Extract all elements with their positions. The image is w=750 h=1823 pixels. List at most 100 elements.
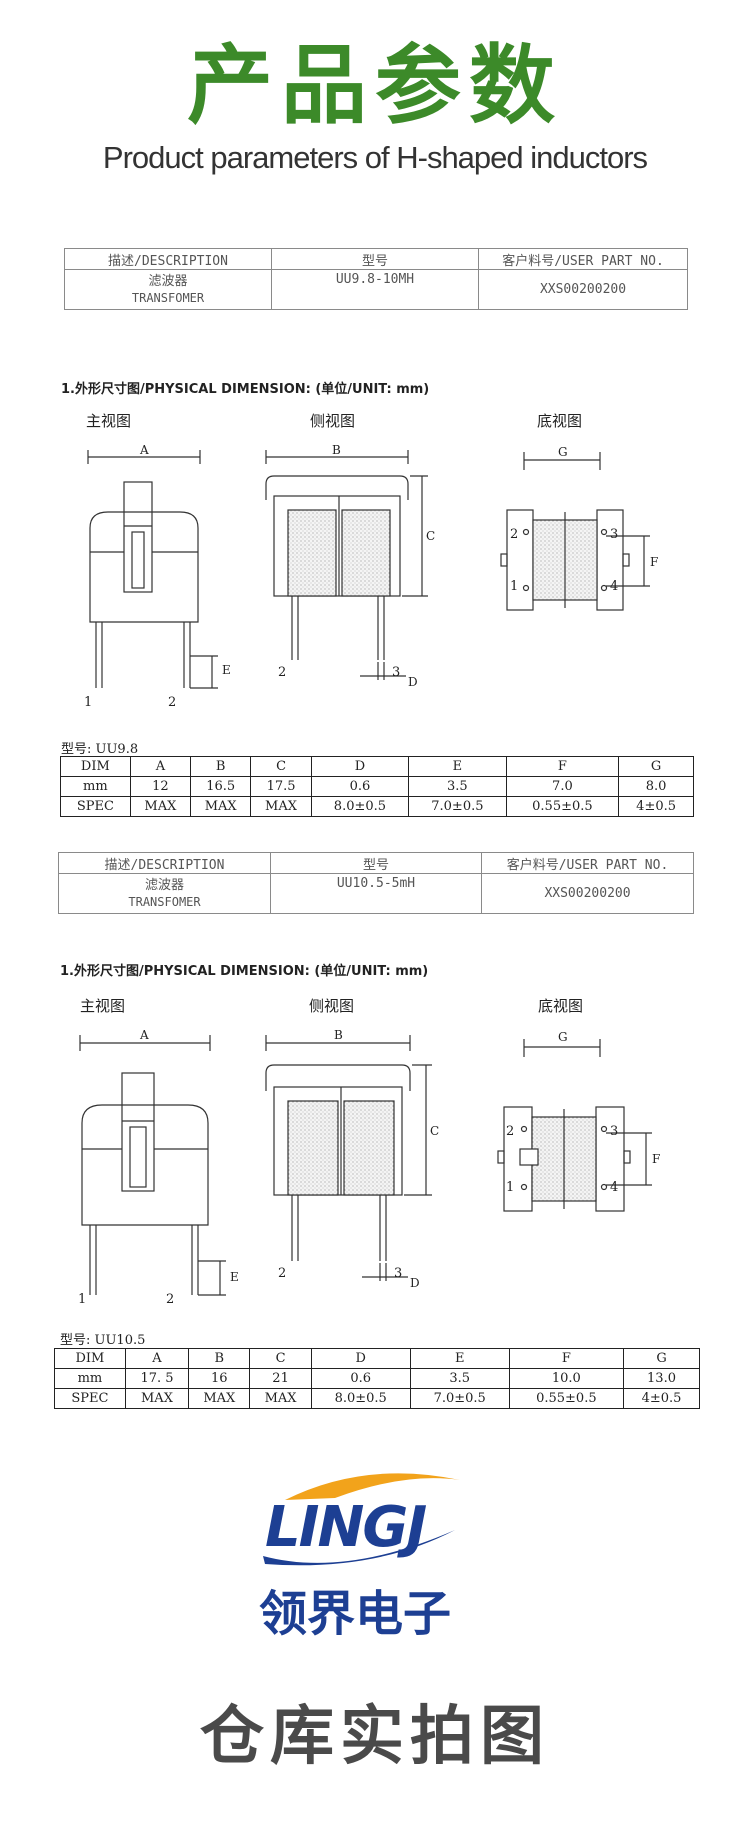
dim-cell: F	[505, 756, 620, 777]
logo-name-cn: 领界电子	[259, 1586, 451, 1642]
dim-cell: 17. 5	[124, 1368, 190, 1389]
description-cn: 滤波器	[148, 273, 188, 289]
dim-cell: 16.5	[190, 776, 252, 797]
dim-cell: 8.0±0.5	[310, 1388, 411, 1409]
col-description-header: 描述/DESCRIPTION	[64, 248, 272, 270]
dimension-mm-row: mm 17. 5 16 21 0.6 3.5 10.0 13.0	[54, 1368, 700, 1389]
bottom-pin-2-label: 2	[510, 527, 518, 542]
logo-wordmark: LINGJ	[265, 1495, 426, 1560]
dim-cell: DIM	[60, 756, 131, 777]
dim-cell: B	[188, 1348, 251, 1369]
pin-2-label: 2	[168, 695, 176, 710]
description-cell: 滤波器 TRANSFOMER	[58, 873, 271, 914]
dim-cell: MAX	[188, 1388, 251, 1409]
bottom-view-label: 底视图	[537, 412, 583, 430]
dim-cell: G	[618, 756, 694, 777]
side-view-label: 侧视图	[309, 997, 355, 1015]
dim-g-label: G	[558, 445, 568, 459]
model-cell: UU9.8-10MH	[271, 269, 479, 310]
dim-cell: F	[508, 1348, 625, 1369]
product-info-table: 描述/DESCRIPTION 型号 客户料号/USER PART NO. 滤波器…	[64, 248, 688, 310]
dim-cell: MAX	[249, 1388, 312, 1409]
side-pin-3-label: 3	[394, 1266, 402, 1281]
dimension-spec-row: SPEC MAX MAX MAX 8.0±0.5 7.0±0.5 0.55±0.…	[60, 796, 694, 817]
dim-cell: 17.5	[250, 776, 312, 797]
dim-b-label: B	[334, 1028, 343, 1042]
dimension-header-row: DIM A B C D E F G	[54, 1348, 700, 1369]
page-title: 产品参数	[187, 36, 563, 136]
bottom-view-outline	[500, 452, 650, 611]
side-pin-2-label: 2	[278, 665, 286, 680]
logo-swoosh-blue	[263, 1530, 455, 1566]
col-part-no-header: 客户料号/USER PART NO.	[481, 852, 694, 874]
dim-cell: mm	[54, 1368, 126, 1389]
dim-a-label: A	[139, 443, 149, 457]
section-heading: 1.外形尺寸图/PHYSICAL DIMENSION: (单位/UNIT: mm…	[60, 964, 429, 979]
dim-g-label: G	[558, 1030, 568, 1044]
dimension-drawing: A E 1 2 B C 2 3 D G F 2 1 3 4	[84, 443, 658, 710]
dim-cell: 7.0±0.5	[408, 796, 507, 817]
dim-cell: E	[408, 756, 507, 777]
dim-cell: 7.0±0.5	[409, 1388, 510, 1409]
dim-cell: 0.55±0.5	[505, 796, 620, 817]
dim-cell: D	[310, 756, 410, 777]
dim-cell: D	[310, 1348, 411, 1369]
dim-e-label: E	[230, 1270, 239, 1284]
dim-cell: SPEC	[60, 796, 131, 817]
dim-d-label: D	[410, 1276, 420, 1290]
bottom-pin-3-label: 3	[610, 527, 618, 542]
dim-f-label: F	[650, 555, 658, 569]
part-no-cell: XXS00200200	[478, 269, 688, 310]
logo-swoosh-orange	[285, 1473, 460, 1500]
dim-cell: 3.5	[409, 1368, 510, 1389]
side-view-outline	[265, 1035, 432, 1281]
dim-f-label: F	[652, 1152, 660, 1166]
description-cn: 滤波器	[144, 877, 184, 893]
description-en: TRANSFOMER	[128, 894, 201, 909]
dim-cell: A	[124, 1348, 190, 1369]
part-no-cell: XXS00200200	[481, 873, 694, 914]
product-info-table: 描述/DESCRIPTION 型号 客户料号/USER PART NO. 滤波器…	[58, 852, 694, 914]
front-view-outline	[79, 1035, 226, 1296]
dim-cell: 8.0±0.5	[310, 796, 410, 817]
pin-1-label: 1	[78, 1292, 86, 1305]
col-description-header: 描述/DESCRIPTION	[58, 852, 271, 874]
dimension-table: DIM A B C D E F G mm 17. 5 16 21 0.6 3.5…	[54, 1348, 700, 1409]
dim-cell: 4±0.5	[618, 796, 694, 817]
dim-cell: 4±0.5	[623, 1388, 700, 1409]
dim-e-label: E	[222, 663, 231, 677]
dim-cell: DIM	[54, 1348, 126, 1369]
dim-cell: 0.55±0.5	[508, 1388, 625, 1409]
bottom-view-outline	[497, 1039, 652, 1212]
bottom-pin-1-label: 1	[510, 579, 518, 594]
model-label: 型号: UU10.5	[60, 1333, 146, 1348]
dim-cell: 16	[188, 1368, 251, 1389]
model-label: 型号: UU9.8	[61, 742, 139, 757]
dim-cell: MAX	[190, 796, 252, 817]
dim-cell: C	[250, 756, 312, 777]
dim-cell: 13.0	[623, 1368, 700, 1389]
warehouse-photo-heading: 仓库实拍图	[200, 1700, 550, 1774]
model-cell: UU10.5-5mH	[270, 873, 482, 914]
side-pin-2-label: 2	[278, 1266, 286, 1281]
description-cell: 滤波器 TRANSFOMER	[64, 269, 272, 310]
dim-cell: 10.0	[508, 1368, 625, 1389]
pin-2-label: 2	[166, 1292, 174, 1305]
bottom-pin-3-label: 3	[610, 1124, 618, 1139]
side-view-label: 侧视图	[310, 412, 356, 430]
dim-cell: MAX	[124, 1388, 190, 1409]
front-view-label: 主视图	[86, 412, 132, 430]
bottom-pin-4-label: 4	[610, 579, 618, 594]
section-heading: 1.外形尺寸图/PHYSICAL DIMENSION: (单位/UNIT: mm…	[61, 382, 430, 397]
dim-cell: A	[129, 756, 192, 777]
company-logo: LINGJ 领界电子	[259, 1473, 460, 1642]
col-part-no-header: 客户料号/USER PART NO.	[478, 248, 688, 270]
dim-cell: mm	[60, 776, 131, 797]
pin-1-label: 1	[84, 695, 92, 710]
side-view-outline	[265, 450, 428, 680]
dimension-mm-row: mm 12 16.5 17.5 0.6 3.5 7.0 8.0	[60, 776, 694, 797]
dim-b-label: B	[332, 443, 341, 457]
dim-cell: 7.0	[505, 776, 620, 797]
dim-cell: 8.0	[618, 776, 694, 797]
dim-cell: C	[249, 1348, 312, 1369]
